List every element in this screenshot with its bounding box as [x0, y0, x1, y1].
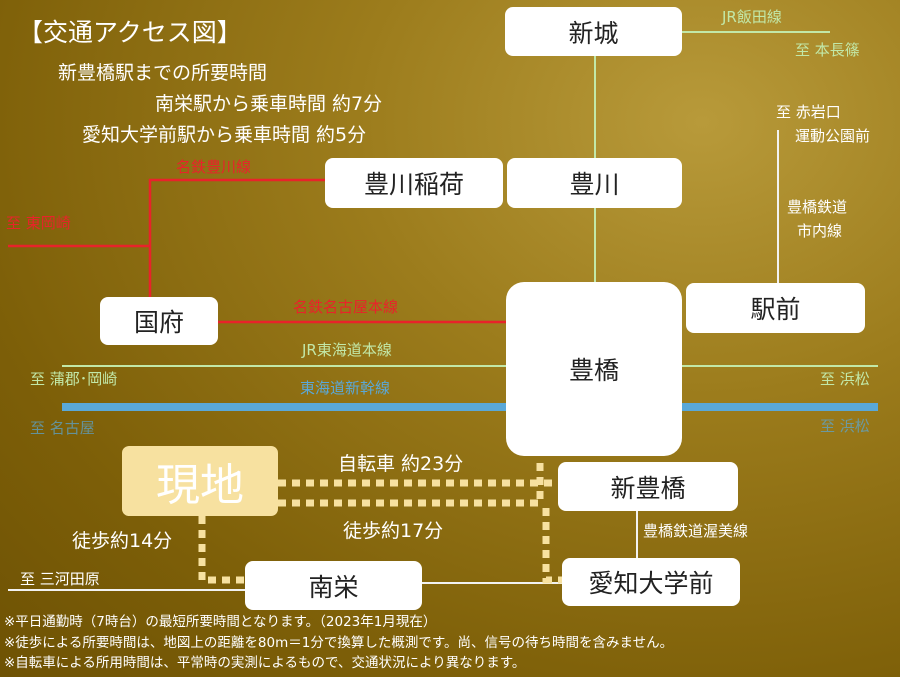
label-jr-tokaido: JR東海道本線: [302, 341, 392, 359]
station-toyohashi: 豊橋: [506, 282, 682, 456]
station-kou: 国府: [100, 297, 218, 345]
footnote-1: ※平日通勤時（7時台）の最短所要時間となります。（2023年1月現在）: [4, 614, 437, 630]
dest-mikawatahara: 至 三河田原: [20, 570, 100, 588]
walk-route-aichi: [278, 462, 544, 507]
dest-motonagashino: 至 本長篠: [795, 41, 860, 59]
map-title: 【交通アクセス図】: [18, 18, 242, 47]
label-shinkansen: 東海道新幹線: [300, 379, 391, 397]
station-shin-toyohashi: 新豊橋: [558, 462, 738, 511]
footnote-2: ※徒歩による所要時間は、地図上の距離を80m＝1分で換算した概測です。尚、信号の…: [4, 635, 674, 651]
travel-note-aichi-univ: 愛知大学前駅から乗車時間 約5分: [82, 124, 367, 146]
dest-higashiokazaki: 至 東岡崎: [6, 214, 71, 232]
station-minamisakae: 南栄: [245, 561, 422, 610]
walk-route-minamisakae: [198, 516, 245, 584]
walk-route-aichi-down: [542, 508, 562, 584]
dest-hamamatsu-shinkansen: 至 浜松: [820, 417, 870, 435]
station-toyokawa-inari: 豊川稲荷: [325, 158, 503, 208]
label-toyotetsu-atsumi: 豊橋鉄道渥美線: [643, 522, 749, 540]
label-meitetsu-nagoya: 名鉄名古屋本線: [293, 298, 399, 316]
dest-undokoen: 運動公園前: [795, 127, 871, 145]
site-marker: 現地: [122, 446, 278, 516]
label-jr-iida: JR飯田線: [722, 8, 782, 26]
label-bicycle-time: 自転車 約23分: [338, 453, 464, 475]
footnote-3: ※自転車による所用時間は、平常時の実測によるもので、交通状況により異なります。: [4, 655, 526, 671]
label-walk-aichi-time: 徒歩約17分: [343, 520, 444, 542]
travel-note-minamisakae: 南栄駅から乗車時間 約7分: [155, 93, 383, 115]
label-toyotetsu-shinai-2: 市内線: [797, 222, 843, 240]
station-aichi-univ: 愛知大学前: [562, 558, 740, 606]
station-toyokawa: 豊川: [507, 158, 682, 208]
station-ekimae: 駅前: [686, 283, 865, 333]
travel-note-heading: 新豊橋駅までの所要時間: [58, 62, 268, 84]
meitetsu-toyokawa-line: [148, 178, 325, 300]
label-toyotetsu-shinai-1: 豊橋鉄道: [787, 198, 848, 216]
dest-gamagori: 至 蒲郡･岡崎: [30, 370, 118, 388]
dest-nagoya: 至 名古屋: [30, 419, 95, 437]
station-shinshiro: 新城: [505, 7, 682, 56]
dest-akaiwaguchi: 至 赤岩口: [776, 103, 841, 121]
dest-hamamatsu-jr: 至 浜松: [820, 370, 870, 388]
label-meitetsu-toyokawa: 名鉄豊川線: [176, 158, 252, 176]
label-walk-minamisakae-time: 徒歩約14分: [72, 530, 173, 552]
